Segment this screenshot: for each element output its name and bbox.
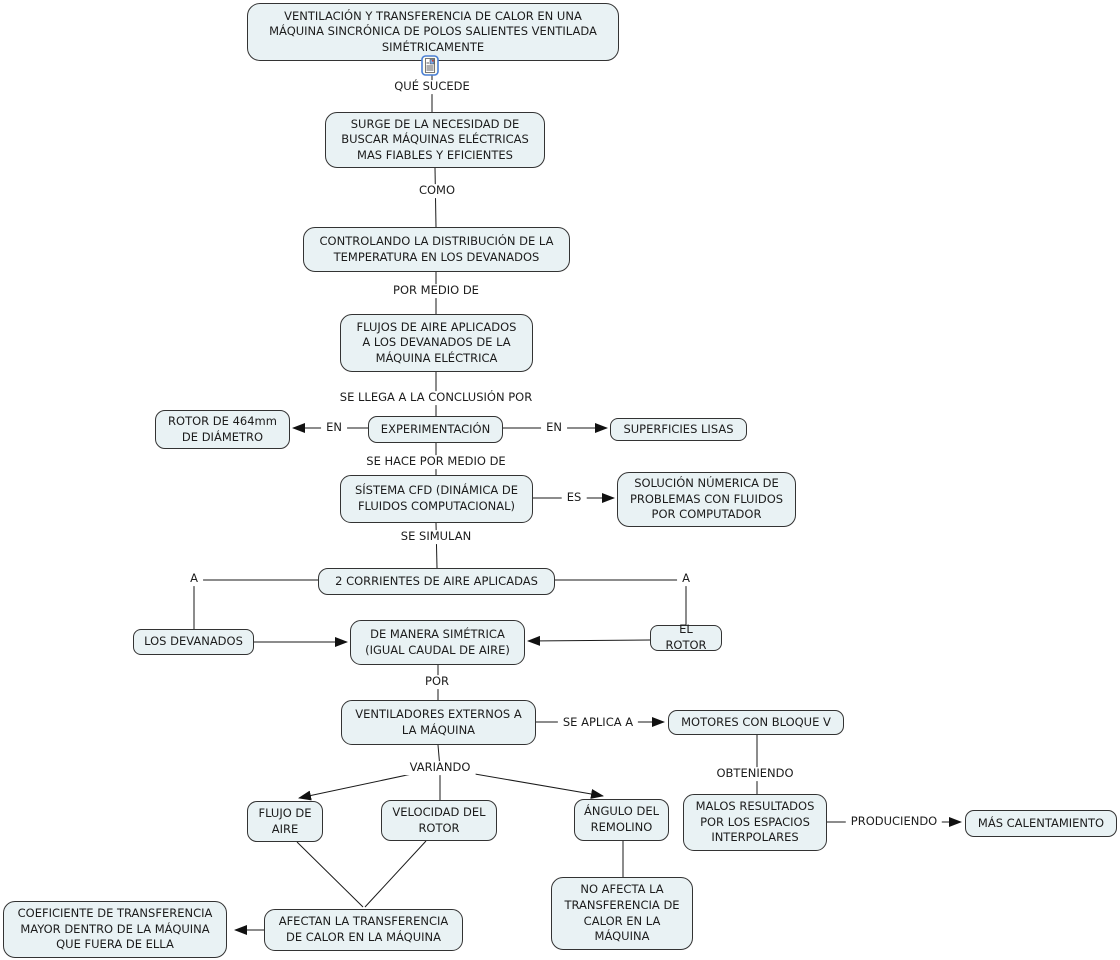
link-label-en-derecha[interactable]: EN [541,420,567,435]
link-label-como[interactable]: COMO [413,183,461,198]
link-label-que-sucede[interactable]: QUÉ SUCEDE [389,79,475,94]
link-label-a-derecha[interactable]: A [677,571,695,586]
concept-superficies-lisas[interactable]: SUPERFICIES LISAS [610,418,747,441]
concept-velocidad-rotor[interactable]: VELOCIDAD DEL ROTOR [381,800,497,841]
concept-afectan-transferencia[interactable]: AFECTAN LA TRANSFERENCIA DE CALOR EN LA … [264,909,463,951]
concept-motores-bloque-v[interactable]: MOTORES CON BLOQUE V [668,710,844,735]
concept-flujos-de-aire[interactable]: FLUJOS DE AIRE APLICADOS A LOS DEVANADOS… [340,314,533,372]
link-label-por-medio-de[interactable]: POR MEDIO DE [388,283,484,298]
link-label-variando[interactable]: VARIANDO [404,760,476,775]
concept-surge-necesidad[interactable]: SURGE DE LA NECESIDAD DE BUSCAR MÁQUINAS… [325,112,545,168]
concept-el-rotor[interactable]: EL ROTOR [650,622,722,652]
resource-icon[interactable] [421,55,439,76]
link-label-se-llega[interactable]: SE LLEGA A LA CONCLUSIÓN POR [334,390,538,405]
concept-no-afecta[interactable]: NO AFECTA LA TRANSFERENCIA DE CALOR EN L… [551,877,693,950]
link-label-obteniendo[interactable]: OBTENIENDO [711,766,799,781]
concept-ventiladores-externos[interactable]: VENTILADORES EXTERNOS A LA MÁQUINA [341,700,536,745]
concept-rotor-464mm[interactable]: ROTOR DE 464mm DE DIÁMETRO [155,410,290,449]
concept-experimentacion[interactable]: EXPERIMENTACIÓN [368,416,503,443]
concept-2-corrientes[interactable]: 2 CORRIENTES DE AIRE APLICADAS [318,568,555,595]
concept-controlando-temperatura[interactable]: CONTROLANDO LA DISTRIBUCIÓN DE LA TEMPER… [303,227,570,272]
concept-solucion-numerica[interactable]: SOLUCIÓN NÚMERICA DE PROBLEMAS CON FLUID… [617,472,796,527]
link-label-en-izquierda[interactable]: EN [321,420,347,435]
link-label-es[interactable]: ES [561,490,587,505]
link-label-por[interactable]: POR [420,674,454,689]
concept-title[interactable]: VENTILACIÓN Y TRANSFERENCIA DE CALOR EN … [247,3,619,61]
link-label-se-simulan[interactable]: SE SIMULAN [395,529,477,544]
concept-angulo-remolino[interactable]: ÁNGULO DEL REMOLINO [574,799,669,841]
concept-malos-resultados[interactable]: MALOS RESULTADOS POR LOS ESPACIOS INTERP… [683,794,827,851]
concept-sistema-cfd[interactable]: SÍSTEMA CFD (DINÁMICA DE FLUIDOS COMPUTA… [340,475,533,523]
concept-mas-calentamiento[interactable]: MÁS CALENTAMIENTO [965,810,1117,837]
link-label-se-aplica-a[interactable]: SE APLICA A [557,715,639,730]
concept-flujo-de-aire[interactable]: FLUJO DE AIRE [247,801,323,842]
concept-los-devanados[interactable]: LOS DEVANADOS [133,629,254,655]
concept-manera-simetrica[interactable]: DE MANERA SIMÉTRICA (IGUAL CAUDAL DE AIR… [350,620,525,665]
link-label-se-hace[interactable]: SE HACE POR MEDIO DE [361,454,511,469]
link-label-produciendo[interactable]: PRODUCIENDO [845,814,943,829]
concept-coeficiente-transferencia[interactable]: COEFICIENTE DE TRANSFERENCIA MAYOR DENTR… [3,901,227,958]
link-label-a-izquierda[interactable]: A [185,571,203,586]
